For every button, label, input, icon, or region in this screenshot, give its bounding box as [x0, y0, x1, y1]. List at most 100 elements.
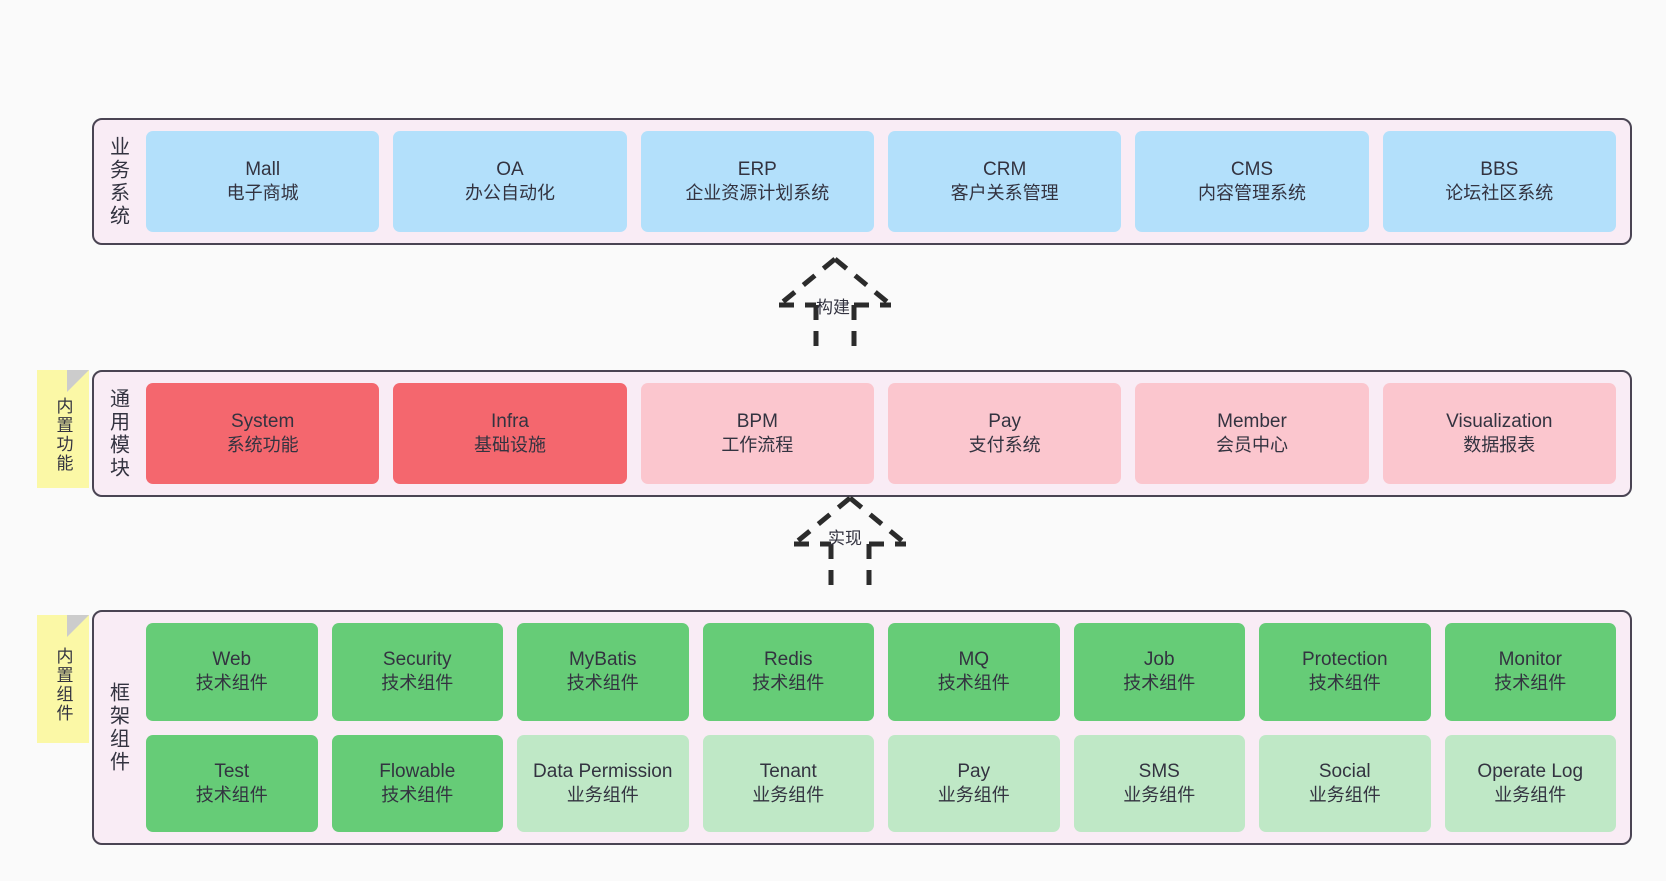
node-title-cn: 技术组件 — [752, 673, 825, 694]
node-title-en: MQ — [958, 649, 990, 671]
common-node-pay[interactable]: Pay 支付系统 — [887, 383, 1122, 484]
sticky-note-builtin-features: 内置功能 — [37, 370, 89, 488]
business-node-oa[interactable]: OA 办公自动化 — [393, 131, 627, 232]
node-title-cn: 技术组件 — [566, 673, 639, 694]
connector-build-arrow — [760, 253, 910, 353]
node-title-cn: 会员中心 — [1215, 435, 1288, 456]
node-title-en: Data Permission — [533, 760, 673, 782]
node-title-en: Monitor — [1498, 649, 1562, 671]
node-title-cn: 系统功能 — [226, 435, 299, 456]
node-title-en: MyBatis — [568, 649, 637, 671]
node-title-cn: 基础设施 — [473, 435, 546, 456]
node-title-en: Tenant — [759, 760, 817, 782]
common-node-infra[interactable]: Infra 基础设施 — [393, 383, 627, 484]
node-title-en: Redis — [763, 649, 813, 671]
node-title-cn: 业务组件 — [1494, 784, 1567, 805]
node-title-en: CMS — [1230, 158, 1274, 180]
node-title-en: Mall — [245, 158, 281, 180]
business-node-cms[interactable]: CMS 内容管理系统 — [1135, 131, 1369, 232]
node-title-cn: 业务组件 — [566, 784, 639, 805]
node-title-cn: 技术组件 — [381, 673, 454, 694]
node-title-en: BBS — [1480, 158, 1519, 180]
node-title-cn: 技术组件 — [195, 673, 268, 694]
node-title-cn: 支付系统 — [968, 435, 1041, 456]
common-row: System 系统功能 Infra 基础设施 BPM 工作流程 Pay 支付系统 Member 会… — [146, 383, 1616, 484]
node-title-en: SMS — [1138, 760, 1180, 782]
business-node-bbs[interactable]: BBS 论坛社区系统 — [1382, 131, 1616, 232]
business-node-crm[interactable]: CRM 客户关系管理 — [887, 131, 1122, 232]
node-title-en: Operate Log — [1477, 760, 1584, 782]
node-title-en: Protection — [1301, 649, 1388, 671]
node-title-en: Pay — [957, 760, 991, 782]
common-node-bpm[interactable]: BPM 工作流程 — [640, 383, 874, 484]
business-node-erp[interactable]: ERP 企业资源计划系统 — [640, 131, 874, 232]
node-title-cn: 业务组件 — [937, 784, 1010, 805]
node-title-cn: 数据报表 — [1463, 435, 1536, 456]
node-title-cn: 业务组件 — [752, 784, 825, 805]
node-title-en: Job — [1143, 649, 1175, 671]
node-title-cn: 工作流程 — [721, 435, 794, 456]
common-node-grid: System 系统功能 Infra 基础设施 BPM 工作流程 Pay 支付系统 Member 会… — [140, 372, 1630, 495]
node-title-cn: 技术组件 — [1123, 673, 1196, 694]
node-title-cn: 业务组件 — [1308, 784, 1381, 805]
node-title-cn: 技术组件 — [381, 784, 454, 805]
business-node-mall[interactable]: Mall 电子商城 — [146, 131, 380, 232]
node-title-en: Infra — [490, 410, 529, 432]
node-title-en: Web — [212, 649, 252, 671]
node-title-cn: 电子商城 — [226, 183, 299, 204]
layer-title-framework: 框架组件 — [106, 681, 129, 774]
node-title-en: Pay — [988, 410, 1022, 432]
node-title-cn: 论坛社区系统 — [1445, 183, 1554, 204]
node-title-cn: 技术组件 — [1308, 673, 1381, 694]
node-title-cn: 企业资源计划系统 — [685, 183, 830, 204]
node-title-cn: 内容管理系统 — [1197, 183, 1306, 204]
node-title-en: System — [230, 410, 295, 432]
layer-business-systems: 业务系统 Mall 电子商城 OA 办公自动化 ERP 企业资源计划系统 CRM 客户关系管理… — [92, 118, 1632, 245]
layer-common-modules: 通用模块 System 系统功能 Infra 基础设施 BPM 工作流程 Pay 支付系统 Me… — [92, 370, 1632, 497]
node-title-en: Social — [1318, 760, 1371, 782]
node-title-cn: 技术组件 — [1494, 673, 1567, 694]
node-title-en: OA — [496, 158, 524, 180]
node-title-en: Member — [1217, 410, 1287, 432]
common-node-member[interactable]: Member 会员中心 — [1135, 383, 1369, 484]
common-node-visualization[interactable]: Visualization 数据报表 — [1382, 383, 1616, 484]
node-title-cn: 技术组件 — [195, 784, 268, 805]
connector-build-label: 构建 — [816, 298, 850, 317]
layer-title-common: 通用模块 — [106, 387, 129, 480]
node-title-en: Flowable — [379, 760, 456, 782]
node-title-cn: 办公自动化 — [464, 183, 555, 204]
layer-title-business: 业务系统 — [106, 135, 129, 228]
node-title-cn: 客户关系管理 — [950, 183, 1059, 204]
node-title-en: Visualization — [1446, 410, 1553, 432]
node-title-en: Test — [214, 760, 250, 782]
node-title-cn: 技术组件 — [937, 673, 1010, 694]
node-title-cn: 业务组件 — [1123, 784, 1196, 805]
common-node-system[interactable]: System 系统功能 — [146, 383, 380, 484]
connector-implement-label: 实现 — [828, 529, 862, 548]
node-title-en: BPM — [736, 410, 778, 432]
node-title-en: CRM — [983, 158, 1027, 180]
node-title-en: ERP — [737, 158, 777, 180]
node-title-en: Security — [382, 649, 452, 671]
